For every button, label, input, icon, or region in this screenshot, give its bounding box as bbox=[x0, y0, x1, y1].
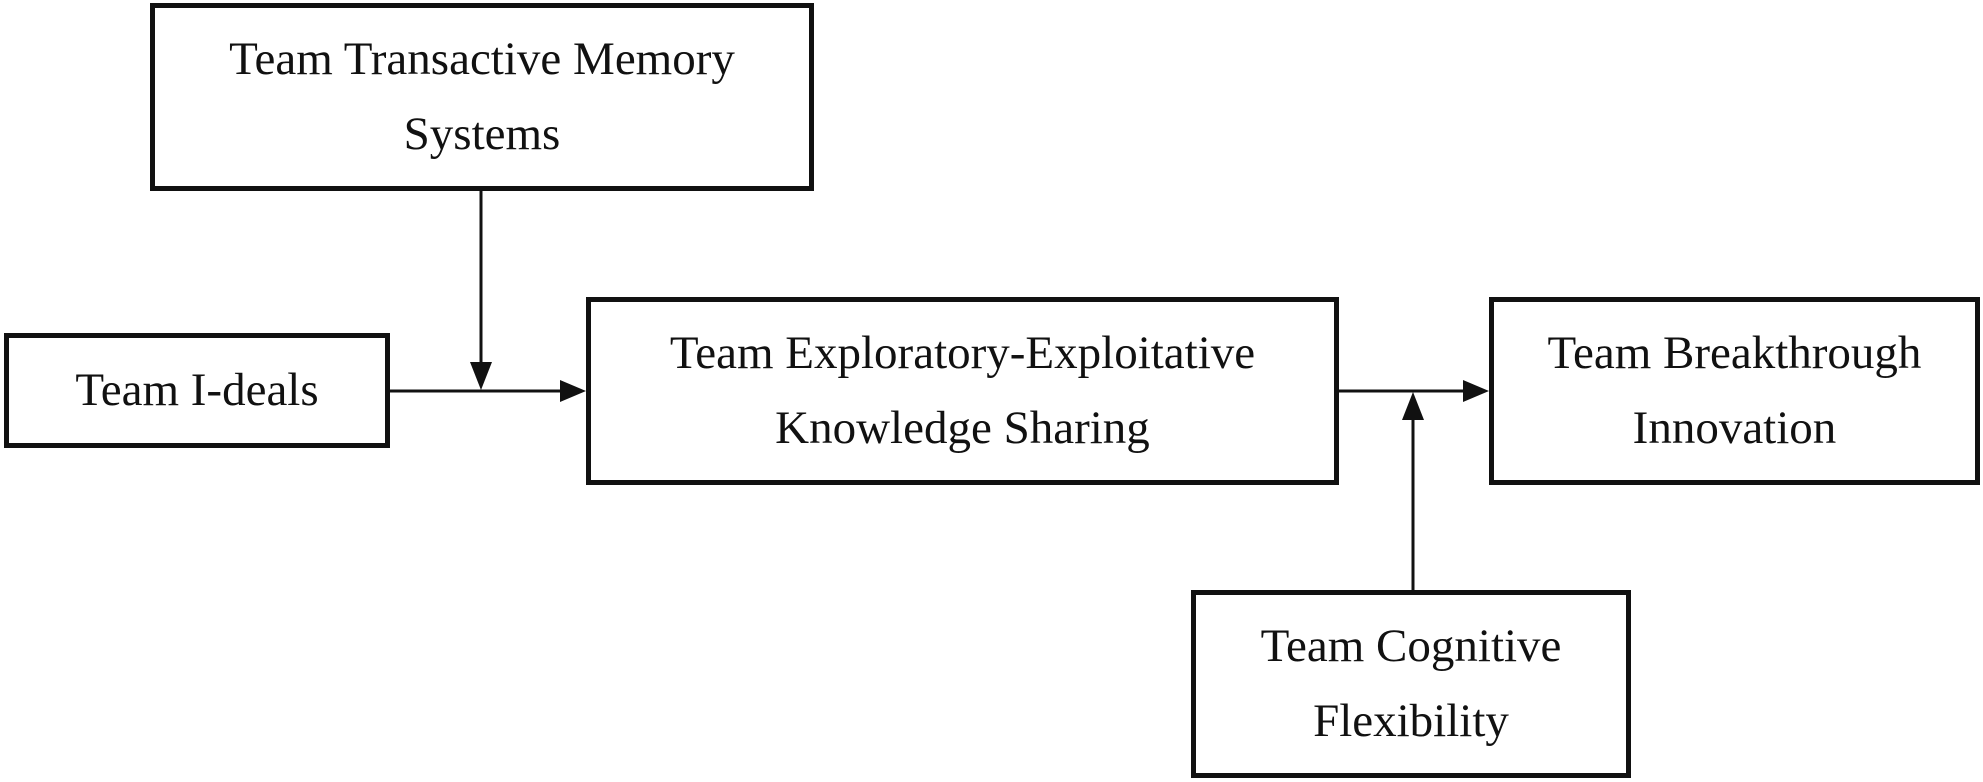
arrow-knowledge-to-breakthrough-head bbox=[1463, 380, 1489, 402]
arrow-flexibility-moderation-head bbox=[1402, 392, 1424, 420]
node-label: Team Breakthrough Innovation bbox=[1548, 316, 1922, 466]
node-team-ideals: Team I-deals bbox=[4, 333, 390, 448]
node-label: Team Cognitive Flexibility bbox=[1261, 609, 1562, 759]
arrow-tms-moderation-head bbox=[470, 362, 492, 390]
node-label-line: Flexibility bbox=[1313, 695, 1509, 747]
node-label-line: Team Breakthrough bbox=[1547, 327, 1922, 379]
node-label: Team I-deals bbox=[75, 353, 318, 428]
node-team-cognitive-flexibility: Team Cognitive Flexibility bbox=[1191, 590, 1631, 778]
node-label-line: Team I-deals bbox=[75, 364, 319, 416]
node-label-line: Innovation bbox=[1632, 402, 1837, 454]
node-label-line: Systems bbox=[403, 108, 561, 160]
node-label: Team Transactive Memory Systems bbox=[229, 22, 735, 172]
node-label-line: Knowledge Sharing bbox=[775, 402, 1150, 454]
node-label-line: Team Cognitive bbox=[1260, 620, 1562, 672]
node-label-line: Team Transactive Memory bbox=[229, 33, 735, 85]
node-label: Team Exploratory-Exploitative Knowledge … bbox=[670, 316, 1255, 466]
node-team-transactive-memory-systems: Team Transactive Memory Systems bbox=[150, 3, 814, 191]
node-label-line: Team Exploratory-Exploitative bbox=[669, 327, 1256, 379]
arrow-ideals-to-knowledge-head bbox=[560, 380, 586, 402]
node-team-breakthrough-innovation: Team Breakthrough Innovation bbox=[1489, 297, 1980, 485]
node-team-knowledge-sharing: Team Exploratory-Exploitative Knowledge … bbox=[586, 297, 1339, 485]
